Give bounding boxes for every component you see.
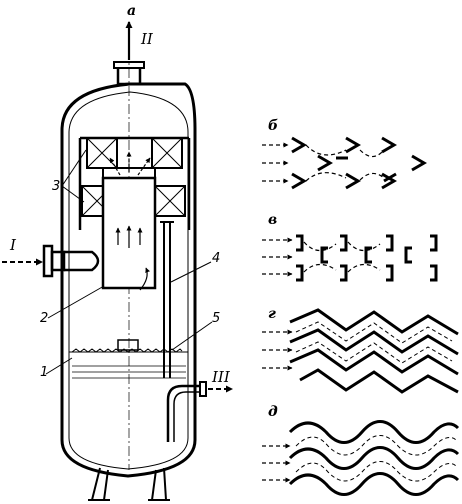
stream-label-liquid-out: III (211, 368, 231, 386)
callout-4: 4 (212, 251, 220, 266)
panel-label-b: б (268, 118, 278, 134)
callout-1: 1 (40, 365, 48, 380)
vane-pattern-g (262, 308, 459, 394)
stream-label-gas-out: II (140, 30, 154, 48)
panel-label-d: д (268, 404, 278, 420)
panel-label-v: в (268, 212, 277, 228)
callout-2: 2 (40, 311, 48, 326)
panel-label-g: г (268, 306, 276, 322)
liquid-level-float (117, 339, 139, 351)
inlet-nozzle (42, 244, 100, 278)
vane-pattern-v (262, 234, 438, 282)
vessel-panel (2, 21, 233, 501)
stream-label-inlet: I (9, 236, 17, 254)
support-legs (88, 467, 170, 501)
vane-pattern-d (262, 420, 460, 496)
mesh-pack-upper (78, 136, 191, 230)
callout-3: 3 (52, 179, 60, 194)
vane-pattern-b (262, 136, 427, 190)
drain-pipe (160, 221, 174, 378)
vessel-shell (60, 82, 197, 478)
panel-label-a: а (127, 3, 136, 19)
liquid-outlet-pipe (166, 384, 200, 442)
callout-5: 5 (212, 311, 220, 326)
